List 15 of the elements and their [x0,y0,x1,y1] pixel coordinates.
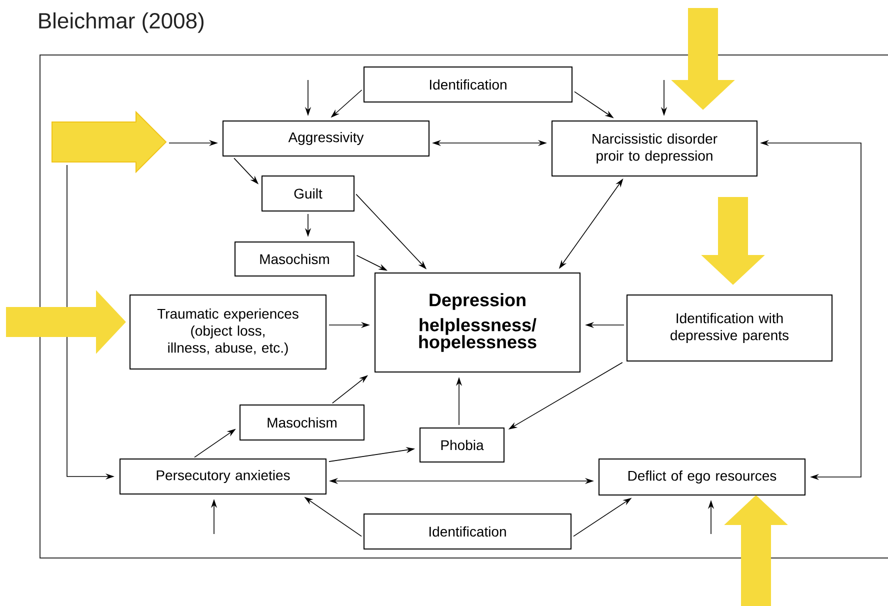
text-box: Aggressivity [222,120,430,156]
text-box: Identification [364,514,572,550]
text-box: Identification with depressive parents [626,294,832,362]
text-box: Depression helplessness/ hopelessness [374,272,580,372]
text-box: Masochism [240,404,364,440]
text-box: Traumatic experiences (object loss, illness, abuse, etc.) [130,294,326,370]
text-box: Deflict of ego resources [598,458,806,496]
text-box: Narcissistic disorder proir to depression [552,120,758,176]
text-box: Masochism [234,242,354,276]
text-box: Identification [364,66,572,102]
text-box: Guilt [262,176,354,212]
title: Bleichmar (2008) [39,12,204,33]
block-arrow [52,110,167,174]
text-box: Persecutory anxieties [120,458,326,494]
text-box: Phobia [420,428,504,462]
